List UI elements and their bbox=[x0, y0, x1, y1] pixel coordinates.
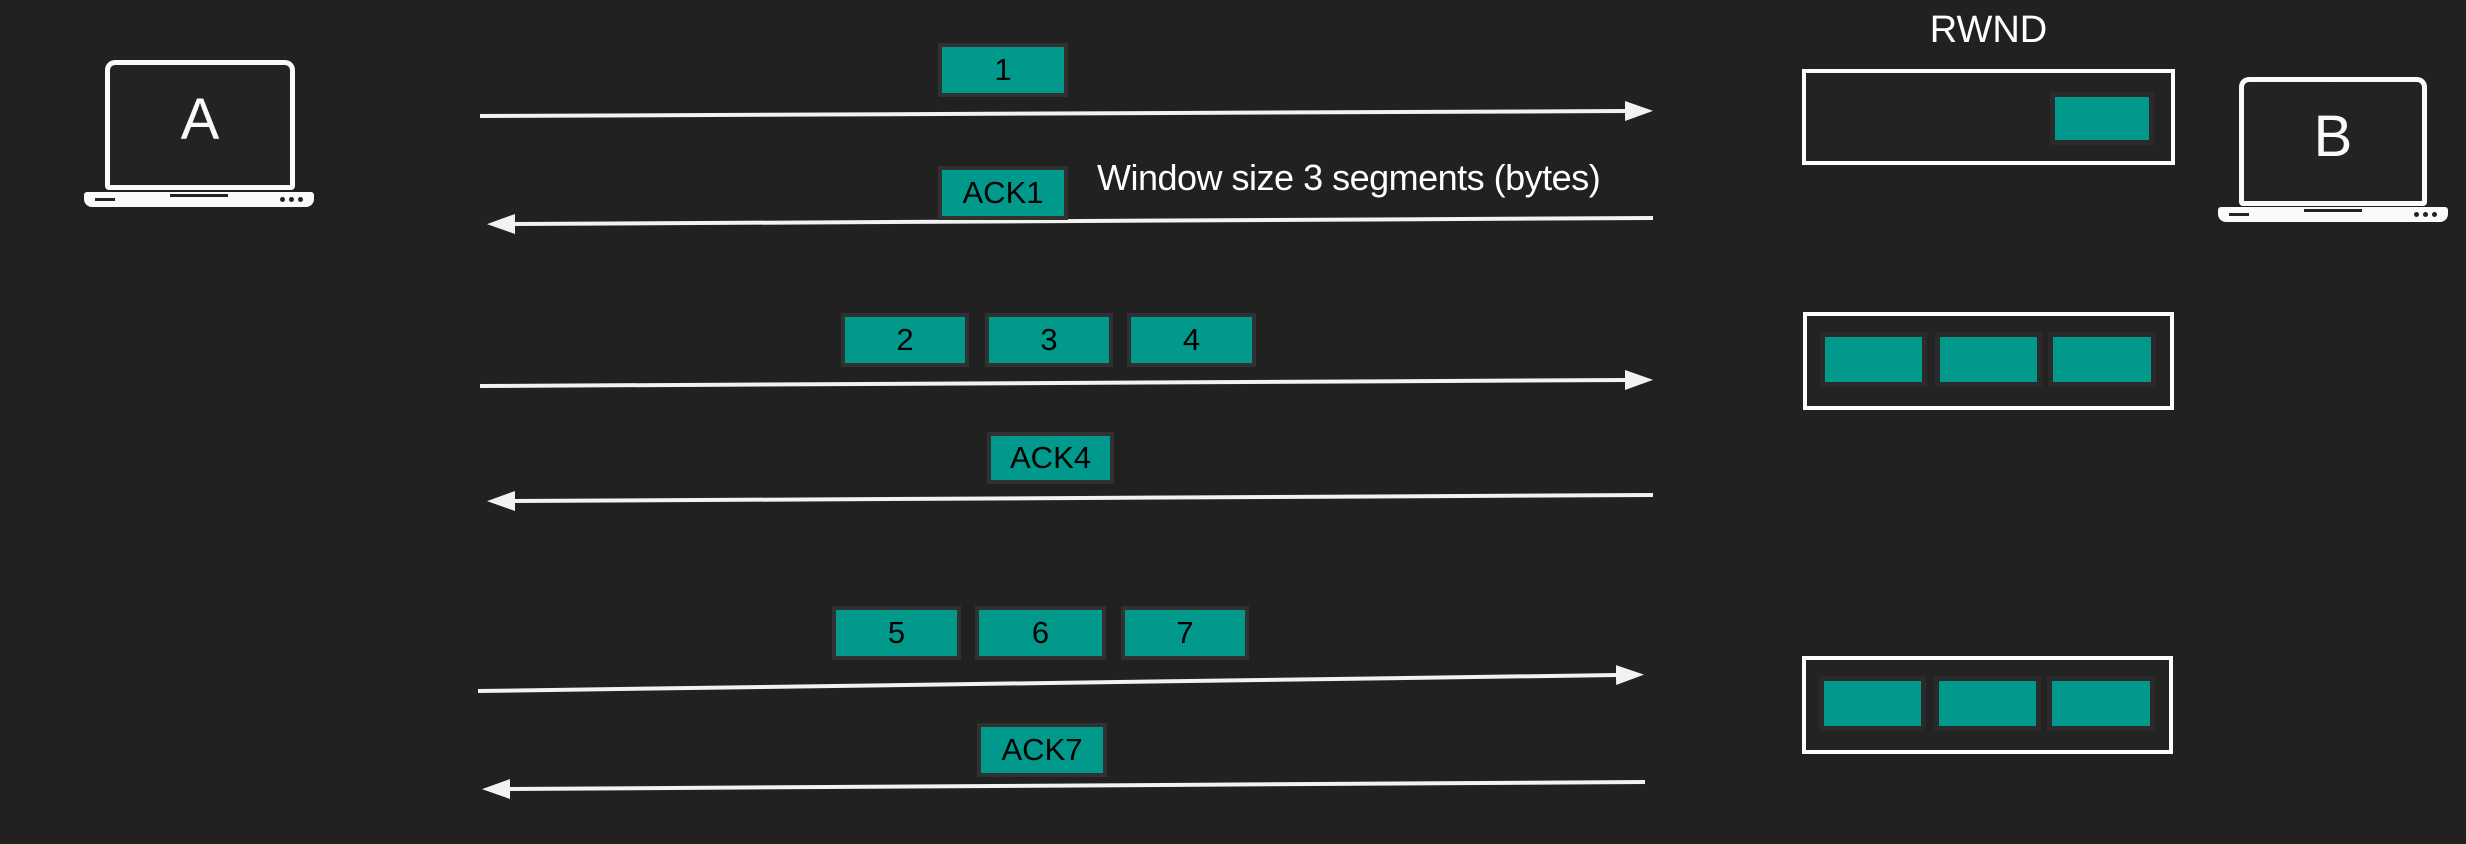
window-size-annotation: Window size 3 segments (bytes) bbox=[1097, 157, 1601, 198]
segment-box-1: 1 bbox=[938, 43, 1068, 97]
webcam-dot-icon bbox=[2330, 84, 2336, 90]
laptop-base-dash bbox=[95, 198, 115, 201]
laptop-base-dots bbox=[280, 197, 303, 202]
data-arrow-2 bbox=[479, 370, 1653, 391]
laptop-a-screen: A bbox=[105, 60, 295, 190]
rwnd-title: RWND bbox=[1929, 9, 2048, 51]
webcam-dot-icon bbox=[197, 67, 203, 73]
laptop-trackpad-line bbox=[170, 194, 228, 197]
segment-box-2: 2 bbox=[841, 313, 969, 367]
receive-buffer-1 bbox=[1802, 69, 2175, 165]
laptop-base-dash bbox=[2229, 213, 2249, 216]
ack-arrow-2 bbox=[487, 490, 1654, 511]
segment-box-3: 3 bbox=[985, 313, 1113, 367]
buffer-cell-filled bbox=[2048, 332, 2156, 387]
buffer-cell-filled bbox=[2047, 676, 2155, 731]
buffer-cell-filled bbox=[1935, 332, 2042, 387]
segment-box-5: 5 bbox=[832, 606, 961, 660]
buffer-cell-filled bbox=[2050, 92, 2154, 145]
sender-label: A bbox=[180, 87, 220, 152]
ack-box-1: ACK1 bbox=[938, 166, 1068, 220]
laptop-a-base bbox=[84, 192, 314, 207]
segment-box-4: 4 bbox=[1127, 313, 1256, 367]
ack-box-4: ACK4 bbox=[987, 432, 1114, 484]
ack-arrow-1 bbox=[487, 213, 1654, 234]
receive-buffer-2 bbox=[1803, 312, 2174, 410]
segment-box-6: 6 bbox=[975, 606, 1106, 660]
buffer-cell-filled bbox=[1934, 676, 2041, 731]
buffer-cell-filled bbox=[1819, 676, 1926, 731]
buffer-cell-filled bbox=[1820, 332, 1927, 387]
laptop-b-screen: B bbox=[2239, 77, 2427, 206]
ack-arrow-3 bbox=[482, 778, 1646, 799]
segment-box-7: 7 bbox=[1121, 606, 1249, 660]
laptop-trackpad-line bbox=[2304, 209, 2362, 212]
data-arrow-1 bbox=[479, 101, 1653, 122]
data-arrow-3 bbox=[477, 665, 1644, 693]
receive-buffer-3 bbox=[1802, 656, 2173, 754]
laptop-b-base bbox=[2218, 207, 2448, 222]
receiver-label: B bbox=[2313, 103, 2353, 169]
laptop-base-dots bbox=[2414, 212, 2437, 217]
ack-box-7: ACK7 bbox=[977, 723, 1107, 777]
